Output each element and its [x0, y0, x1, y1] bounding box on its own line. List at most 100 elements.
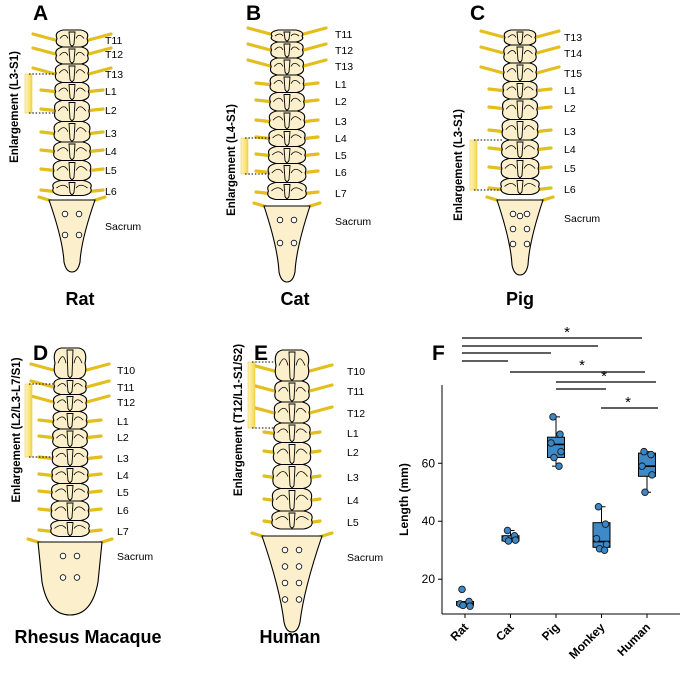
data-point	[459, 601, 467, 610]
articular-curve	[505, 125, 517, 130]
significance-star: *	[579, 357, 585, 374]
spinous-process	[288, 403, 296, 423]
data-point	[647, 450, 655, 459]
data-point	[550, 453, 558, 462]
significance-star: *	[564, 324, 570, 341]
sacrum	[37, 541, 103, 616]
articular-curve	[273, 62, 284, 67]
sacral-foramen	[73, 552, 81, 560]
x-tick-label: Rat	[448, 620, 472, 644]
spinous-process	[288, 512, 296, 529]
articular-curve	[75, 106, 87, 112]
spinous-process	[68, 102, 76, 121]
rib-right	[298, 26, 328, 37]
sacral-foramen	[75, 231, 83, 239]
level-label: L2	[117, 432, 129, 444]
sacral-foramen	[295, 546, 303, 554]
enlargement-bar	[24, 73, 33, 114]
y-tick-label: 60	[422, 456, 436, 470]
articular-curve	[272, 116, 284, 121]
level-label: T12	[347, 408, 365, 420]
spinous-process	[288, 444, 296, 464]
articular-curve	[57, 383, 67, 387]
sacral-foramen	[73, 574, 81, 581]
spinous-process	[283, 43, 291, 58]
sacral-foramen	[281, 596, 289, 603]
spine-panels: AT11T12T13L1L2L3L4L5L6SacrumEnlargement …	[9, 2, 600, 647]
articular-curve	[523, 50, 533, 55]
rib-left	[250, 405, 280, 416]
articular-curve	[295, 428, 307, 434]
rib-left	[250, 363, 280, 374]
sacrum	[48, 199, 96, 273]
level-label: T15	[564, 68, 582, 80]
level-label: L4	[105, 146, 117, 158]
articular-curve	[57, 356, 67, 364]
x-tick-label: Cat	[493, 620, 517, 644]
articular-curve	[523, 34, 533, 38]
articular-curve	[290, 168, 303, 174]
x-tick-label: Human	[614, 620, 653, 659]
spinous-process	[288, 382, 296, 402]
articular-curve	[54, 488, 67, 493]
significance-star: *	[601, 368, 607, 385]
spinous-process	[283, 184, 291, 199]
articular-curve	[295, 386, 306, 392]
spinous-process	[516, 83, 524, 99]
level-label: L1	[347, 428, 359, 440]
articular-curve	[56, 416, 67, 421]
articular-curve	[57, 106, 69, 112]
level-label: L3	[347, 472, 359, 484]
level-label: T11	[105, 35, 122, 47]
rib-right	[304, 383, 334, 394]
level-label: L6	[335, 167, 347, 179]
sacral-foramen	[75, 210, 83, 218]
articular-curve	[75, 127, 87, 132]
species-label: Cat	[280, 289, 309, 309]
spine-panel-a: AT11T12T13L1L2L3L4L5L6SacrumEnlargement …	[9, 2, 141, 309]
articular-curve	[290, 97, 301, 103]
sacrum-label: Sacrum	[105, 221, 141, 233]
articular-curve	[54, 525, 67, 529]
level-label: L1	[564, 85, 576, 97]
articular-curve	[75, 34, 85, 39]
data-point	[503, 526, 512, 535]
level-label: L5	[564, 163, 576, 175]
data-point	[458, 585, 466, 594]
level-label: T10	[347, 366, 365, 378]
spinous-process	[68, 162, 76, 180]
y-axis-label: Length (mm)	[397, 463, 411, 536]
articular-curve	[59, 34, 69, 39]
sacral-foramen	[59, 574, 67, 581]
spinous-process	[283, 165, 291, 182]
sacral-foramen	[295, 563, 303, 570]
sacral-foramen	[523, 225, 531, 233]
panel-label-f: F	[432, 342, 445, 365]
level-label: L5	[117, 487, 129, 499]
sacrum-label: Sacrum	[117, 551, 153, 563]
sacrum-label: Sacrum	[335, 216, 371, 228]
spinous-process	[283, 112, 291, 129]
significance-star: *	[625, 394, 631, 411]
sacral-foramen	[281, 563, 289, 570]
articular-curve	[504, 183, 517, 187]
articular-curve	[59, 51, 69, 56]
level-label: L2	[564, 103, 576, 115]
level-label: L1	[105, 86, 117, 98]
species-label: Rhesus Macaque	[14, 627, 161, 647]
articular-curve	[290, 116, 302, 121]
rib-left	[250, 383, 280, 394]
spinous-process	[283, 131, 291, 146]
articular-curve	[58, 69, 69, 74]
data-point	[557, 447, 565, 456]
articular-curve	[295, 407, 307, 413]
x-tick-label: Monkey	[566, 620, 608, 662]
articular-curve	[290, 33, 300, 37]
spinous-process	[66, 413, 74, 429]
level-label: L4	[117, 470, 129, 482]
spinous-process	[66, 349, 74, 378]
rib-right	[81, 362, 111, 373]
spinous-process	[288, 490, 296, 511]
level-label: T12	[335, 45, 353, 57]
